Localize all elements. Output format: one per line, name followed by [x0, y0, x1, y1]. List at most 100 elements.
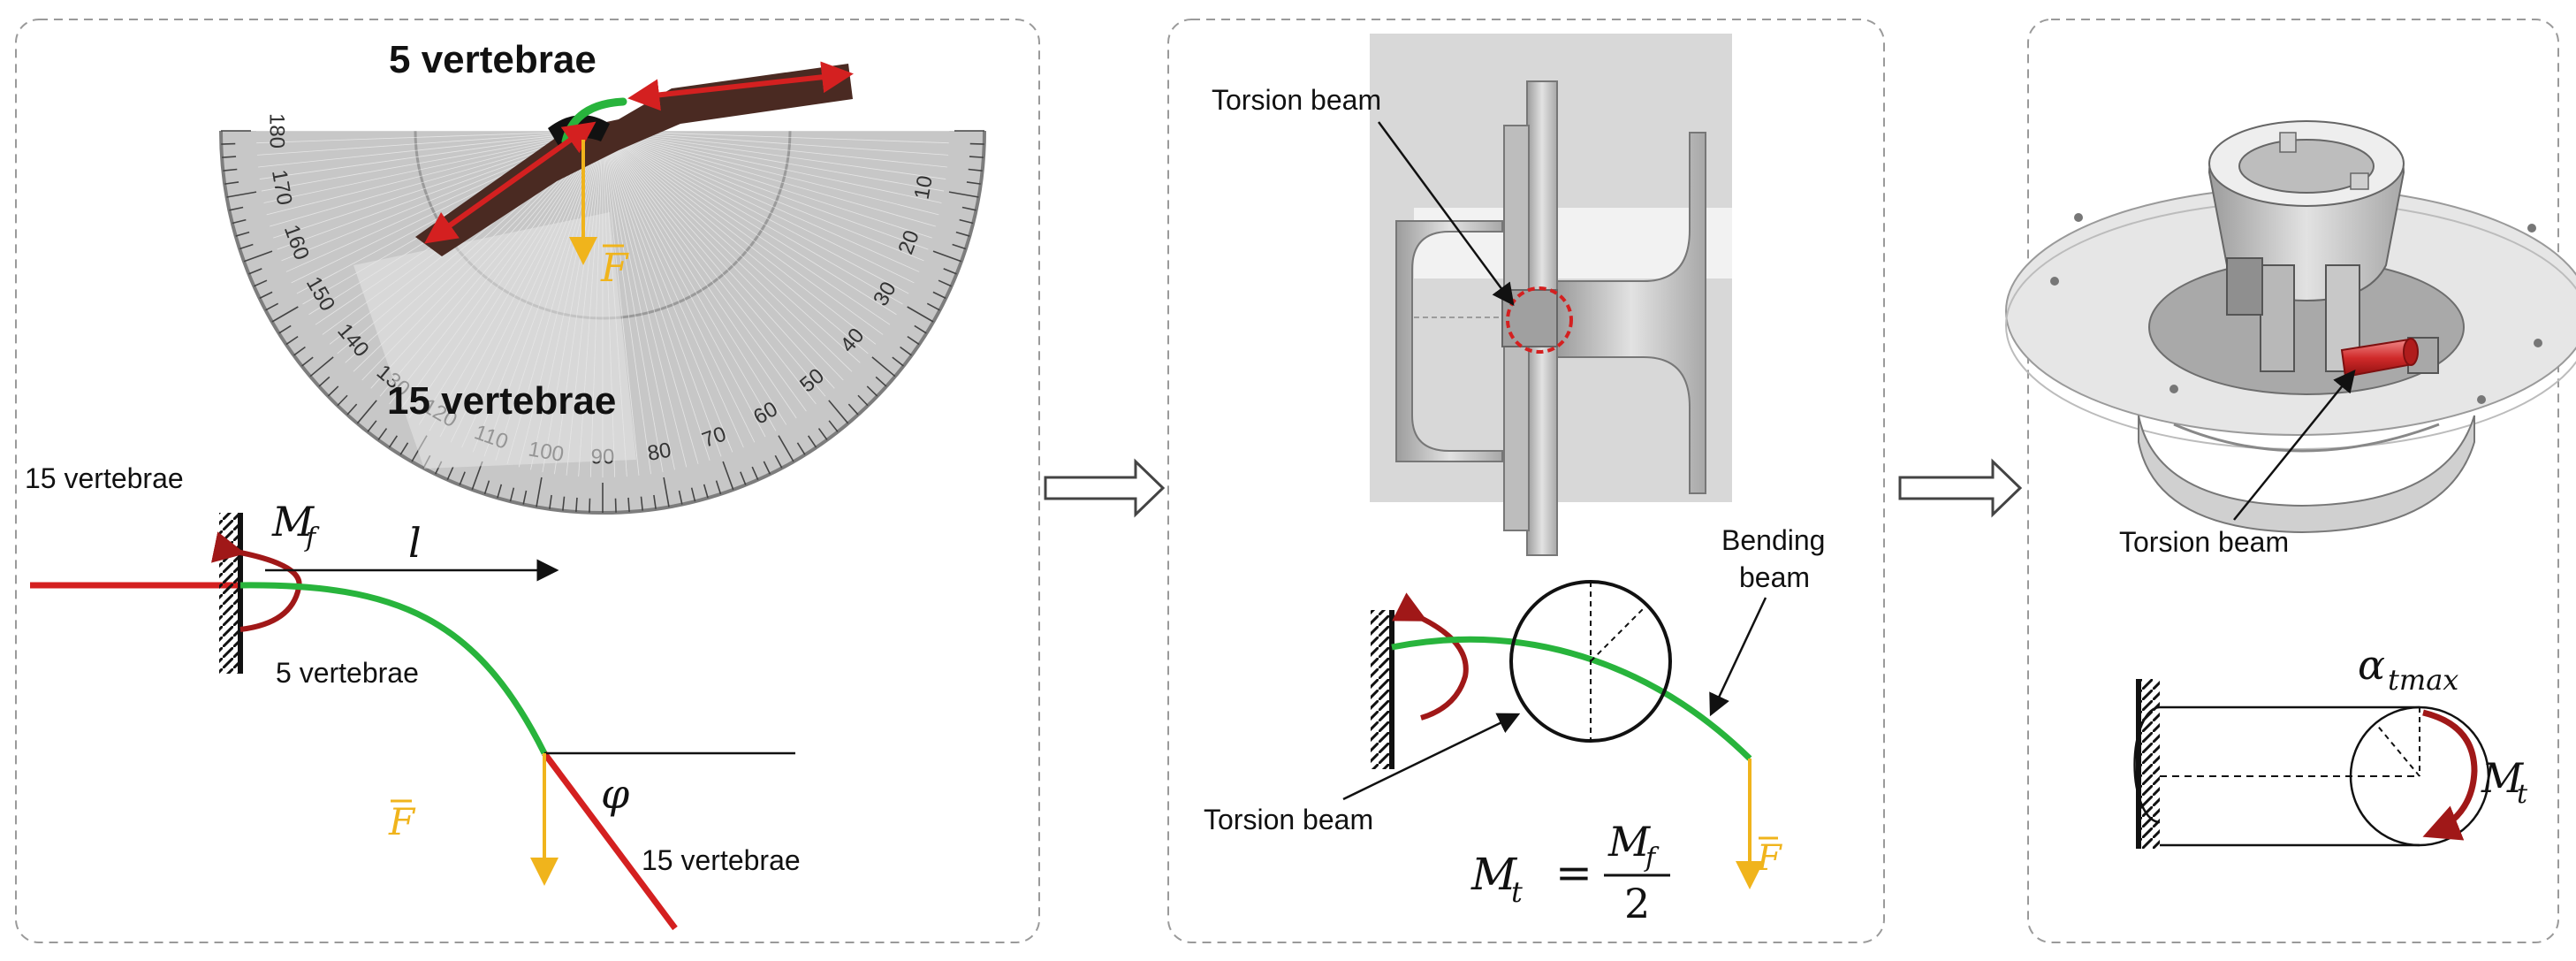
protractor-ray	[602, 130, 756, 443]
protractor-label: 80	[646, 439, 673, 466]
protractor-tick	[959, 218, 974, 225]
protractor-tick	[938, 279, 952, 287]
protractor-tick	[653, 494, 657, 509]
protractor-tick	[955, 231, 970, 237]
protractor-tick	[892, 356, 904, 367]
protractor-ray	[602, 130, 699, 464]
protractor-ray	[602, 130, 924, 262]
torsion-circle-radius	[1590, 606, 1646, 662]
flow-arrow-1	[1044, 458, 1166, 518]
protractor-ray	[602, 130, 929, 250]
panel-3-frame	[2027, 19, 2559, 943]
protractor-ray	[602, 130, 835, 389]
protractor-tick	[293, 346, 306, 356]
protractor-ray	[602, 130, 766, 438]
eq-lhs-sub: t	[1511, 875, 1523, 909]
protractor-tick	[774, 454, 783, 469]
protractor-ray	[602, 130, 915, 284]
photo-force-symbol: F	[600, 246, 629, 291]
protractor-ray	[602, 130, 891, 325]
protractor-tick	[318, 376, 331, 387]
panel3-torsion-leader	[2233, 370, 2356, 521]
protractor-ray	[602, 130, 947, 168]
eq-numerator-sub: f	[1644, 843, 1660, 873]
moment-symbol: M	[271, 498, 315, 545]
fixed-end-label: 15 vertebrae	[25, 462, 184, 494]
tail-segment	[542, 751, 678, 931]
protractor-tick	[226, 191, 257, 198]
protractor: 1020304050607080901001101201301401501601…	[219, 113, 986, 515]
protractor-tick	[900, 346, 912, 356]
protractor-tick	[589, 498, 591, 513]
protractor-ray	[602, 130, 817, 405]
tail-vertebrae-label: 15 vertebrae	[642, 844, 801, 876]
protractor-tick	[932, 250, 962, 263]
protractor-ray	[602, 130, 651, 475]
protractor-tick	[356, 400, 377, 424]
protractor-tick	[248, 268, 262, 275]
flow-arrow-2	[1898, 458, 2023, 518]
protractor-ray	[602, 130, 640, 476]
protractor-tick	[640, 496, 643, 511]
wall-support-2	[1371, 610, 1394, 769]
bending-moment-arc	[210, 531, 302, 632]
protractor-ray	[602, 130, 797, 419]
bending-label-line2: beam	[1739, 561, 1810, 593]
protractor-tick	[763, 461, 771, 475]
torsion-beam-highlight	[1506, 286, 1573, 354]
protractor-tick	[221, 156, 237, 158]
lower-segment-arrow	[424, 121, 597, 244]
protractor-tick	[926, 302, 940, 311]
length-symbol: l	[408, 519, 422, 567]
protractor-ray	[602, 130, 949, 156]
panel3-torsion-label: Torsion beam	[2119, 526, 2289, 558]
beam-force-symbol: F	[388, 800, 416, 843]
protractor-tick	[678, 490, 683, 505]
protractor-tick	[399, 442, 409, 455]
protractor-ray	[602, 130, 884, 335]
protractor-ray	[602, 130, 897, 316]
protractor-tick	[932, 291, 946, 300]
protractor-tick	[875, 376, 887, 387]
protractor-ray	[602, 130, 688, 468]
protractor-tick	[549, 494, 552, 509]
protractor-tick	[817, 428, 828, 440]
torsion-moment-symbol: M	[2481, 754, 2525, 802]
protractor-tick	[828, 420, 839, 432]
bending-moment-arc-2	[1392, 592, 1469, 721]
torsion-moment-arc	[2422, 709, 2478, 841]
bending-label-line1: Bending	[1721, 524, 1825, 556]
wall-support	[219, 513, 243, 674]
cad-torsion-label: Torsion beam	[1212, 84, 1381, 116]
protractor-label: 10	[910, 174, 938, 202]
protractor-tick	[614, 498, 617, 513]
protractor-tick	[522, 490, 528, 505]
eq-lhs: M	[1470, 849, 1518, 900]
protractor-ray	[602, 130, 936, 227]
protractor-ray	[602, 130, 945, 192]
protractor-tick	[575, 497, 578, 513]
protractor-tick	[952, 243, 967, 250]
protractor-tick	[715, 480, 722, 495]
protractor-ray	[602, 130, 903, 305]
protractor-tick	[627, 497, 630, 513]
protractor-tick	[271, 306, 299, 323]
protractor-tick	[943, 268, 957, 275]
torsion-label-2: Torsion beam	[1204, 804, 1373, 835]
protractor-tick	[483, 480, 490, 495]
protractor-tick	[969, 142, 984, 145]
protractor-ray	[602, 130, 861, 363]
panel-2-frame	[1167, 19, 1885, 943]
moment-subscript: f	[304, 522, 320, 553]
protractor-ray	[602, 130, 939, 216]
protractor-tick	[663, 477, 670, 507]
protractor-tick	[751, 466, 759, 480]
protractor-ray	[602, 130, 909, 294]
protractor-tick	[221, 142, 236, 145]
protractor-tick	[301, 356, 314, 367]
protractor-tick	[907, 306, 934, 323]
protractor-tick	[562, 496, 566, 511]
bending-beam-curve-2	[1391, 636, 1752, 761]
protractor-ray	[602, 130, 710, 461]
protractor-tick	[224, 181, 239, 185]
